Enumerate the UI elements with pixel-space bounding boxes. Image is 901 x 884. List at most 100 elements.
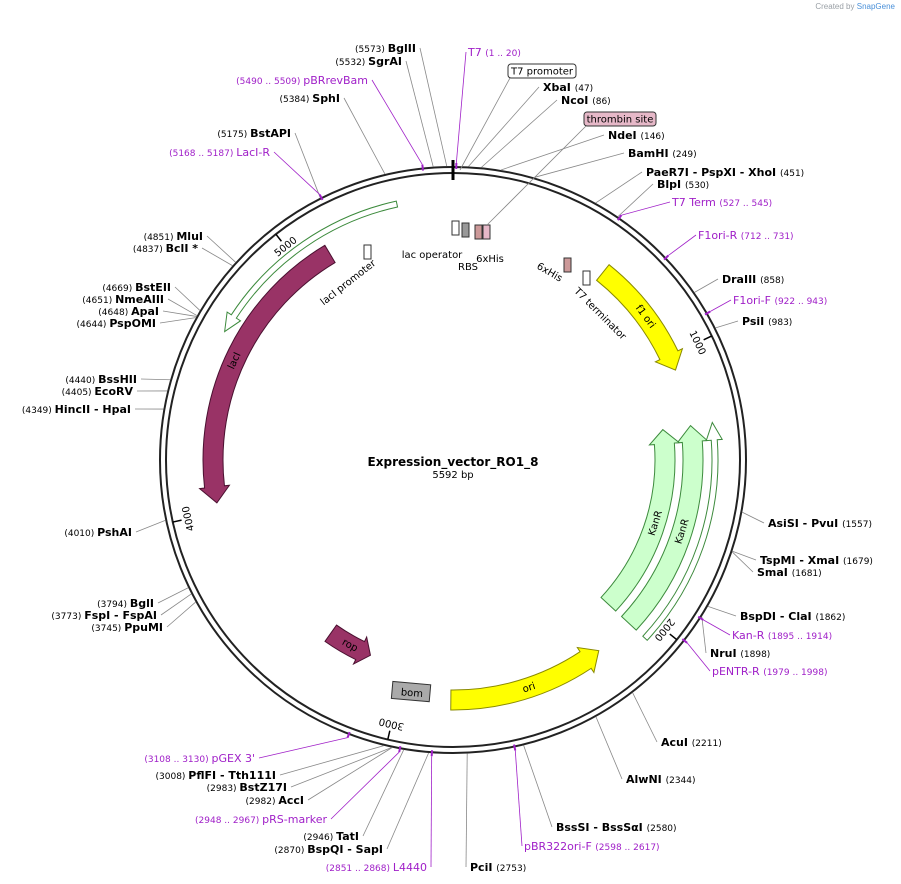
primer-site-pbr322ori-f xyxy=(513,744,517,751)
primer-label-pbr322ori-f: pBR322ori-F (2598 .. 2617) xyxy=(524,840,660,853)
primer-site-laci-r xyxy=(318,194,324,201)
small-feature-6xhis-2 xyxy=(474,224,483,240)
enzyme-leader-psii xyxy=(715,320,739,329)
primer-site-f1ori-r xyxy=(663,254,670,261)
enzyme-label-paer7i-pspxi-xhoi: PaeR7I - PspXI - XhoI (451) xyxy=(646,166,804,179)
snapgene-credit: Created by SnapGene xyxy=(815,2,895,11)
enzyme-leader-tspmi-xmai xyxy=(732,550,757,561)
enzyme-label-blpi: BlpI (530) xyxy=(657,178,709,191)
enzyme-leader-asisi-pvui xyxy=(742,511,765,524)
small-feature-lac-operator-0 xyxy=(451,220,460,236)
primer-site-pentr-r xyxy=(681,638,688,644)
tick-mark-1000 xyxy=(703,335,713,341)
credit-brand: SnapGene xyxy=(856,2,895,11)
primer-sites: T7 (1 .. 20) (5490 .. 5509) pBRrevBam (516… xyxy=(144,46,832,874)
enzyme-label-nmeaiii: (4651) NmeAIII xyxy=(82,293,164,306)
enzyme-label-sphi: (5384) SphI xyxy=(279,92,340,105)
enzyme-leader-bamhi xyxy=(534,152,625,178)
feature-kanr xyxy=(620,424,709,631)
feature-outline-7 xyxy=(224,200,399,333)
callout-box-thrombin-site xyxy=(583,111,657,127)
enzyme-label-mlui: (4851) MluI xyxy=(144,230,203,243)
primer-label-t7: T7 (1 .. 20) xyxy=(467,46,521,59)
primer-label-kan-r: Kan-R (1895 .. 1914) xyxy=(732,629,832,642)
primer-leader-pbr322ori-f xyxy=(514,750,523,847)
enzyme-leader-pspomi xyxy=(159,317,196,324)
primer-leader-pentr-r xyxy=(686,642,711,672)
small-feature-t7-terminator-6 xyxy=(582,270,591,286)
enzyme-label-pshai: (4010) PshAI xyxy=(64,526,132,539)
enzyme-label-acui: AcuI (2211) xyxy=(661,736,722,749)
enzyme-leader-ppumi xyxy=(166,601,196,628)
enzyme-label-bsshii: (4440) BssHII xyxy=(65,373,137,386)
enzyme-leader-ncoi xyxy=(481,99,558,168)
enzyme-leader-blpi xyxy=(617,183,654,217)
tick-label-1000: 1000 xyxy=(686,329,707,357)
enzyme-label-sgrai: (5532) SgrAI xyxy=(335,55,402,68)
backbone xyxy=(159,160,747,754)
feature-kanr xyxy=(600,428,681,612)
enzyme-leader-bglii xyxy=(419,47,448,167)
small-feature-laci-promoter-4 xyxy=(363,244,372,260)
small-feature-label-6xhis-5: 6xHis xyxy=(534,261,564,284)
small-feature-6xhis-5 xyxy=(563,257,572,273)
enzyme-label-alwni: AlwNI (2344) xyxy=(626,773,696,786)
enzyme-leader-sphi xyxy=(343,97,386,175)
primer-leader-t7-term xyxy=(621,201,671,216)
enzyme-label-psii: PsiI (983) xyxy=(742,315,792,328)
feature-label-ori-4: ori xyxy=(521,681,537,696)
enzyme-leader-nmeaiii xyxy=(167,298,198,316)
primer-site-kan-r xyxy=(697,615,704,621)
tick-label-4000: 4000 xyxy=(181,505,197,532)
tick-label-3000: 3000 xyxy=(378,715,405,731)
enzyme-sites: (5573) BglII(5532) SgrAI(5384) SphI(5175… xyxy=(22,42,873,874)
callout-leader-t7-promoter xyxy=(459,77,511,171)
tick-mark-3000 xyxy=(387,730,391,740)
tick-mark-2000 xyxy=(669,633,678,641)
enzyme-leader-draiii xyxy=(694,278,719,293)
enzyme-label-pcii: PciI (2753) xyxy=(470,861,526,874)
enzyme-leader-acui xyxy=(632,692,658,743)
enzyme-label-bstz17i: (2983) BstZ17I xyxy=(207,781,287,794)
tick-mark-5000 xyxy=(275,233,283,242)
enzyme-label-ncoi: NcoI (86) xyxy=(561,94,611,107)
primer-label-pgex-3: (3108 .. 3130) pGEX 3' xyxy=(144,752,255,765)
enzyme-label-bamhi: BamHI (249) xyxy=(628,147,697,160)
enzyme-leader-nrui xyxy=(701,616,707,654)
enzyme-label-hincii-hpai: (4349) HincII - HpaI xyxy=(22,403,131,416)
primer-label-pbrrevbam: (5490 .. 5509) pBRrevBam xyxy=(236,74,368,87)
callout-label-thrombin-site: thrombin site xyxy=(587,115,654,126)
small-feature-thrombin-site-3 xyxy=(482,224,491,240)
enzyme-leader-apai xyxy=(162,310,197,317)
enzyme-leader-acci xyxy=(307,747,393,801)
primer-site-pgex-3 xyxy=(346,731,351,739)
primer-label-f1ori-f: F1ori-F (922 .. 943) xyxy=(733,294,827,307)
enzyme-label-bsssi-bsss-i: BssSI - BssSαI (2580) xyxy=(556,821,677,834)
enzyme-label-nrui: NruI (1898) xyxy=(710,647,770,660)
primer-leader-kan-r xyxy=(703,619,731,636)
enzyme-leader-sgrai xyxy=(405,60,434,167)
callout-box-t7-promoter xyxy=(507,63,577,79)
enzyme-label-bsteii: (4669) BstEII xyxy=(102,281,171,294)
feature-f1-ori xyxy=(595,263,684,371)
enzyme-leader-pflfi-tth111i xyxy=(279,745,384,776)
enzyme-label-draiii: DraIII (858) xyxy=(722,273,784,286)
feature-bom-box xyxy=(390,680,432,703)
enzyme-label-ndei: NdeI (146) xyxy=(608,129,665,142)
enzyme-label-tati: (2946) TatI xyxy=(303,830,359,843)
enzyme-label-fspi-fspai: (3773) FspI - FspAI xyxy=(51,609,157,622)
enzyme-label-ecorv: (4405) EcoRV xyxy=(62,385,134,398)
enzyme-leader-bsssi-bsss-i xyxy=(523,745,553,828)
enzyme-label-bspdi-clai: BspDI - ClaI (1862) xyxy=(740,610,845,623)
primer-label-laci-r: (5168 .. 5187) LacI-R xyxy=(169,146,270,159)
enzyme-label-tspmi-xmai: TspMI - XmaI (1679) xyxy=(760,554,873,567)
enzyme-label-bglii: (5573) BglII xyxy=(355,42,416,55)
enzyme-label-apai: (4648) ApaI xyxy=(98,305,159,318)
primer-site-prs-marker xyxy=(398,746,402,753)
enzyme-leader-smai xyxy=(731,551,754,573)
enzyme-label-bcli: (4837) BclI * xyxy=(133,242,198,255)
enzyme-label-acci: (2982) AccI xyxy=(246,794,304,807)
